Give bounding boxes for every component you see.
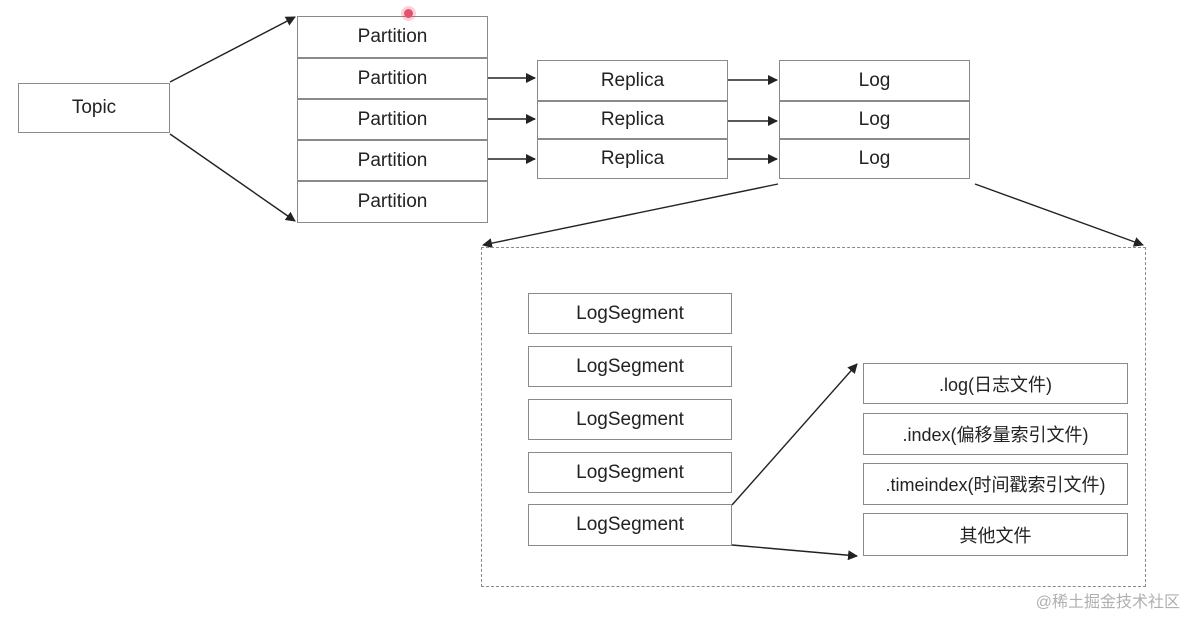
arrow-log-to-detail-right bbox=[974, 183, 1144, 247]
file-box-other: 其他文件 bbox=[863, 513, 1128, 556]
log-box-3: Log bbox=[779, 139, 970, 179]
file-box-timeindex: .timeindex(时间戳索引文件) bbox=[863, 463, 1128, 505]
partition-label: Partition bbox=[357, 67, 428, 89]
log-label: Log bbox=[858, 148, 891, 169]
logsegment-label: LogSegment bbox=[576, 355, 684, 377]
watermark: @稀土掘金技术社区 bbox=[1035, 594, 1180, 611]
log-box-1: Log bbox=[779, 60, 970, 101]
logsegment-box-2: LogSegment bbox=[528, 346, 732, 387]
arrow-topic-to-partition-bottom bbox=[169, 133, 296, 222]
log-detail-container bbox=[481, 247, 1146, 587]
replica-box-1: Replica bbox=[537, 60, 728, 101]
logsegment-label: LogSegment bbox=[576, 514, 684, 535]
logsegment-box-4: LogSegment bbox=[528, 452, 732, 493]
partition-box-4: Partition bbox=[297, 140, 488, 181]
replica-label: Replica bbox=[600, 109, 665, 130]
partition-box-2: Partition bbox=[297, 58, 488, 99]
partition-box-1: Partition bbox=[297, 16, 488, 58]
logsegment-label: LogSegment bbox=[576, 461, 684, 483]
logsegment-box-1: LogSegment bbox=[528, 293, 732, 334]
file-label: .index(偏移量索引文件) bbox=[902, 425, 1089, 445]
replica-box-3: Replica bbox=[537, 139, 728, 179]
logsegment-label: LogSegment bbox=[576, 408, 684, 430]
partition-box-5: Partition bbox=[297, 181, 488, 223]
log-label: Log bbox=[858, 109, 891, 130]
file-label: .timeindex(时间戳索引文件) bbox=[885, 475, 1106, 495]
partition-label: Partition bbox=[357, 191, 428, 212]
log-box-2: Log bbox=[779, 101, 970, 139]
replica-label: Replica bbox=[600, 148, 665, 169]
topic-label: Topic bbox=[71, 97, 117, 118]
arrow-segment-to-log-file bbox=[731, 363, 858, 506]
replica-box-2: Replica bbox=[537, 101, 728, 139]
arrow-segment-to-other-files bbox=[731, 544, 858, 561]
partition-label: Partition bbox=[357, 108, 428, 130]
file-box-log: .log(日志文件) bbox=[863, 363, 1128, 404]
partition-label: Partition bbox=[357, 149, 428, 171]
pointer-dot-icon bbox=[404, 9, 413, 18]
arrow-log-to-detail-left bbox=[482, 183, 779, 249]
log-label: Log bbox=[858, 69, 891, 91]
logsegment-label: LogSegment bbox=[576, 302, 684, 324]
arrow-topic-to-partition-top bbox=[169, 16, 296, 83]
file-box-index: .index(偏移量索引文件) bbox=[863, 413, 1128, 455]
partition-label: Partition bbox=[357, 26, 428, 47]
file-label: 其他文件 bbox=[959, 525, 1032, 546]
logsegment-box-3: LogSegment bbox=[528, 399, 732, 440]
topic-box: Topic bbox=[18, 83, 170, 133]
partition-box-3: Partition bbox=[297, 99, 488, 140]
replica-label: Replica bbox=[600, 69, 665, 91]
logsegment-box-5: LogSegment bbox=[528, 504, 732, 546]
file-label: .log(日志文件) bbox=[938, 374, 1052, 395]
